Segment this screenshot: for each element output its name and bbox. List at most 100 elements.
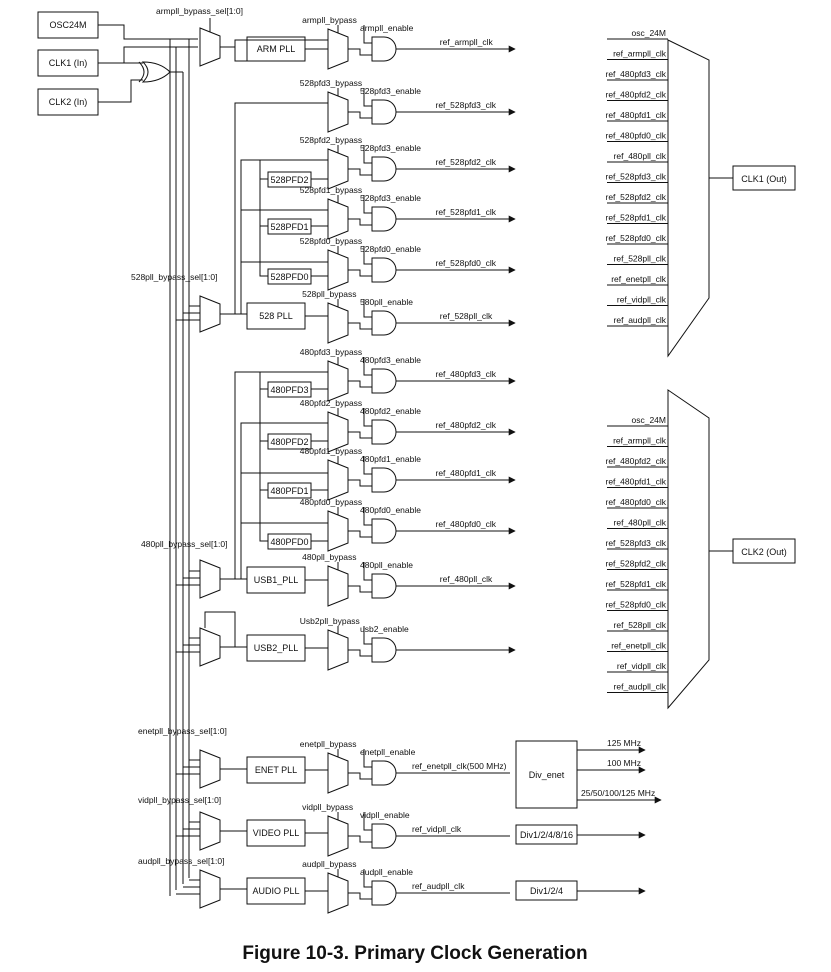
- clk1-output-mux: CLK1 (Out) osc_24Mref_armpll_clkref_480p…: [606, 28, 796, 358]
- bypass-label-enet: enetpll_bypass: [300, 739, 357, 749]
- clk2-input-label: osc_24M: [632, 415, 667, 425]
- clock-path-enet: enetpll_bypassenetpll_enableref_enetpll_…: [300, 739, 510, 794]
- pll-box-528: 528 PLL: [246, 302, 306, 330]
- clk2-input-label: ref_528pfd2_clk: [606, 559, 667, 569]
- clk1-input-label: ref_528pfd1_clk: [606, 213, 667, 223]
- clock-path-p528pfd2: 528pfd2_bypass528pfd3_enableref_528pfd2_…: [300, 135, 516, 190]
- bypass-label-p480pfd3: 480pfd3_bypass: [300, 347, 362, 357]
- clock-path-p528pfd1: 528pfd1_bypass528pfd3_enableref_528pfd1_…: [300, 185, 516, 240]
- divider-enet: Div_enet 125 MHz 100 MHz 25/50/100/125 M…: [515, 738, 662, 809]
- enable-label-p528pfd3: 528pfd3_enable: [360, 86, 421, 96]
- enable-label-p528pll: 580pll_enable: [360, 297, 413, 307]
- sel-mux-enet: [176, 749, 247, 789]
- pfd-box-480-2: 480PFD2: [267, 433, 312, 450]
- enet-out-125: 125 MHz: [607, 738, 641, 748]
- output-label-p480pfd2: ref_480pfd2_clk: [436, 420, 497, 430]
- clk1-input-label: ref_528pll_clk: [614, 254, 667, 264]
- svg-text:480PFD0: 480PFD0: [270, 537, 308, 547]
- bypass-label-vid: vidpll_bypass: [302, 802, 353, 812]
- enable-label-enet: enetpll_enable: [360, 747, 416, 757]
- enable-label-aud: audpll_enable: [360, 867, 413, 877]
- sel-label-armpll: armpll_bypass_sel[1:0]: [156, 6, 243, 16]
- clk2-input-label: ref_audpll_clk: [614, 682, 667, 692]
- pfd-box-528-2: 528PFD2: [267, 171, 312, 188]
- svg-text:528PFD2: 528PFD2: [270, 175, 308, 185]
- pll-wiring: [204, 39, 328, 892]
- pll-box-video: VIDEO PLL: [246, 819, 306, 847]
- sel-label-480pll: 480pll_bypass_sel[1:0]: [141, 539, 227, 549]
- enable-label-p480pfd0: 480pfd0_enable: [360, 505, 421, 515]
- pll-box-enet: ENET PLL: [246, 756, 306, 784]
- svg-text:ENET PLL: ENET PLL: [255, 765, 297, 775]
- clock-bus: [169, 39, 190, 896]
- pll-box-arm: ARM PLL: [246, 36, 306, 62]
- output-label-p528pfd1: ref_528pfd1_clk: [436, 207, 497, 217]
- enable-label-p480pfd1: 480pfd1_enable: [360, 454, 421, 464]
- output-label-p480pll: ref_480pll_clk: [440, 574, 493, 584]
- svg-text:528 PLL: 528 PLL: [259, 311, 293, 321]
- clk2-input-label: ref_480pll_clk: [614, 518, 667, 528]
- svg-text:ARM PLL: ARM PLL: [257, 44, 296, 54]
- output-label-p528pfd0: ref_528pfd0_clk: [436, 258, 497, 268]
- bypass-label-p528pfd2: 528pfd2_bypass: [300, 135, 362, 145]
- sel-mux-usb2: [176, 627, 247, 667]
- svg-text:AUDIO PLL: AUDIO PLL: [252, 886, 299, 896]
- svg-text:528PFD1: 528PFD1: [270, 222, 308, 232]
- svg-text:528PFD0: 528PFD0: [270, 272, 308, 282]
- enet-out-multi: 25/50/100/125 MHz: [581, 788, 655, 798]
- clk1-out-label: CLK1 (Out): [741, 174, 787, 184]
- clk1-input-label: osc_24M: [632, 28, 667, 38]
- sel-mux-480: [176, 559, 247, 599]
- enable-label-p528pfd0: 528pfd0_enable: [360, 244, 421, 254]
- clk1-input-label: ref_528pfd2_clk: [606, 192, 667, 202]
- enable-label-p480pfd3: 480pfd3_enable: [360, 355, 421, 365]
- pll-box-audio: AUDIO PLL: [246, 877, 306, 905]
- divider-video: Div1/2/4/8/16: [515, 824, 646, 845]
- bypass-label-p528pfd3: 528pfd3_bypass: [300, 78, 362, 88]
- svg-text:480PFD3: 480PFD3: [270, 385, 308, 395]
- bypass-label-p480pfd1: 480pfd1_bypass: [300, 446, 362, 456]
- svg-text:480PFD2: 480PFD2: [270, 437, 308, 447]
- enable-label-p480pll: 480pll_enable: [360, 560, 413, 570]
- bypass-label-p480pfd2: 480pfd2_bypass: [300, 398, 362, 408]
- enable-label-p528pfd1: 528pfd3_enable: [360, 193, 421, 203]
- enable-label-arm: armpll_enable: [360, 23, 414, 33]
- clk2-output-mux: CLK2 (Out) osc_24Mref_armpll_clkref_480p…: [606, 389, 796, 710]
- output-label-p528pfd3: ref_528pfd3_clk: [436, 100, 497, 110]
- svg-text:Div1/2/4/8/16: Div1/2/4/8/16: [520, 830, 573, 840]
- enable-label-vid: vidpll_enable: [360, 810, 410, 820]
- clk1-input-label: ref_528pfd3_clk: [606, 172, 667, 182]
- clk1-input-label: ref_480pfd1_clk: [606, 110, 667, 120]
- sel-label-enetpll: enetpll_bypass_sel[1:0]: [138, 726, 227, 736]
- output-label-aud: ref_audpll_clk: [412, 881, 465, 891]
- output-label-p480pfd0: ref_480pfd0_clk: [436, 519, 497, 529]
- sel-label-vidpll: vidpll_bypass_sel[1:0]: [138, 795, 221, 805]
- clk1-input-label: ref_vidpll_clk: [617, 295, 667, 305]
- pfd-box-528-1: 528PFD1: [267, 218, 312, 235]
- pfd-box-528-0: 528PFD0: [267, 268, 312, 285]
- svg-text:CLK1 (In): CLK1 (In): [49, 58, 88, 68]
- output-label-p528pfd2: ref_528pfd2_clk: [436, 157, 497, 167]
- svg-text:OSC24M: OSC24M: [49, 20, 86, 30]
- input-clk1: CLK1 (In): [37, 49, 99, 77]
- svg-text:Div_enet: Div_enet: [529, 770, 565, 780]
- figure-caption: Figure 10-3. Primary Clock Generation: [242, 943, 587, 964]
- bypass-label-p528pll: 528pll_bypass: [302, 289, 356, 299]
- svg-text:Div1/2/4: Div1/2/4: [530, 886, 563, 896]
- clock-path-p480pfd2: 480pfd2_bypass480pfd2_enableref_480pfd2_…: [300, 398, 516, 453]
- bypass-label-aud: audpll_bypass: [302, 859, 356, 869]
- pfd-box-480-0: 480PFD0: [267, 533, 312, 550]
- clk2-input-label: ref_480pfd0_clk: [606, 497, 667, 507]
- clock-path-p480pfd3: 480pfd3_bypass480pfd3_enableref_480pfd3_…: [300, 347, 516, 402]
- input-osc24m: OSC24M: [37, 11, 99, 39]
- svg-text:USB2_PLL: USB2_PLL: [254, 643, 299, 653]
- sel-mux-arm: [199, 18, 247, 67]
- pll-box-usb2: USB2_PLL: [246, 634, 306, 662]
- clk1-input-label: ref_480pfd3_clk: [606, 69, 667, 79]
- clk1-input-label: ref_audpll_clk: [614, 315, 667, 325]
